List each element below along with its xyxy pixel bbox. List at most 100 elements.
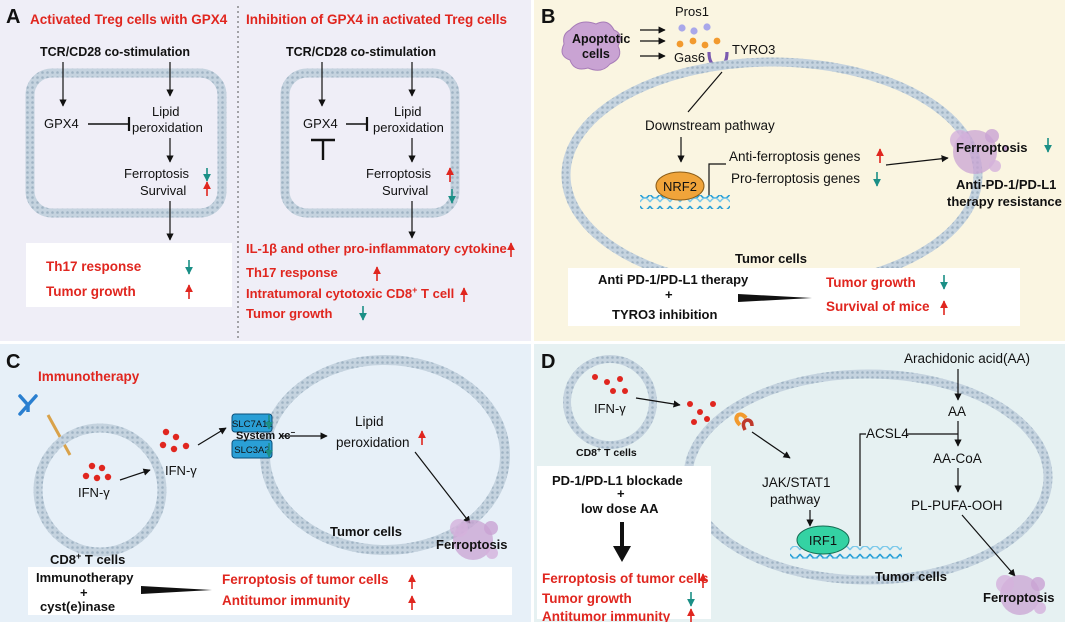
tumor-growth-b: Tumor growth <box>826 275 916 290</box>
panel-c: C Immunotherapy IFN-γ CD8+ T cells IFN-γ… <box>0 344 531 622</box>
plus-d: + <box>617 486 625 501</box>
peroxidation-label-c: peroxidation <box>336 435 410 450</box>
low-dose-aa-label: low dose AA <box>581 501 659 516</box>
ferroptosis-debris-b <box>950 129 1008 174</box>
treg-cell-membrane-right <box>280 68 460 218</box>
lipid-label-c: Lipid <box>355 414 384 429</box>
gpx4-label-left: GPX4 <box>44 116 79 131</box>
panel-a-left: Activated Treg cells with GPX4 TCR/CD28 … <box>25 12 232 307</box>
gpx4-label-right: GPX4 <box>303 116 338 131</box>
ifn-label-d: IFN-γ <box>594 401 626 416</box>
therapy-arrow-b <box>738 294 812 302</box>
plus-b: + <box>665 287 673 302</box>
ifn-receptor-d <box>734 412 754 431</box>
peroxidation-label-right: peroxidation <box>373 120 444 135</box>
panel-a-right-title: Inhibition of GPX4 in activated Treg cel… <box>246 12 507 27</box>
antitumor-immunity-d: Antitumor immunity <box>542 609 671 622</box>
ferroptosis-debris-c <box>450 519 498 560</box>
aa-label: AA <box>948 404 966 419</box>
peroxidation-label-left: peroxidation <box>132 120 203 135</box>
tumor-growth-d: Tumor growth <box>542 591 632 606</box>
pro-ferroptosis-genes: Pro-ferroptosis genes <box>731 171 860 186</box>
apoptotic-label-2: cells <box>582 47 610 61</box>
acsl4-label: ACSL4 <box>866 426 909 441</box>
ferroptosis-label-b: Ferroptosis <box>956 140 1028 155</box>
tyro3-inhibition: TYRO3 inhibition <box>612 307 717 322</box>
panel-a-letter: A <box>6 6 20 28</box>
ferroptosis-label-right: Ferroptosis <box>366 166 432 181</box>
arachidonic-acid-label: Arachidonic acid(AA) <box>904 351 1030 366</box>
cd8-cell-membrane-d <box>563 355 657 449</box>
panel-a-right-stimulus: TCR/CD28 co-stimulation <box>286 45 436 59</box>
tumor-growth-right: Tumor growth <box>246 306 332 321</box>
pathway-label: pathway <box>770 492 821 507</box>
panel-d: D IFN-γ CD8+ T cells Arachidonic acid(AA… <box>534 344 1065 622</box>
lipid-label-left: Lipid <box>152 104 179 119</box>
th17-response-left: Th17 response <box>46 259 142 274</box>
therapy-arrow-c <box>141 586 212 594</box>
cd8-cells-label-d: CD8+ T cells <box>576 447 637 459</box>
pd1-blockade-label: PD-1/PD-L1 blockade <box>552 473 683 488</box>
antibody-icon <box>18 394 38 416</box>
cysteinase-label: cyst(e)inase <box>40 599 115 614</box>
immunotherapy-title: Immunotherapy <box>38 369 140 384</box>
panel-b: B Apoptotic cells Pros1 Gas6 TYRO3 Downs… <box>534 0 1065 341</box>
tumor-cells-label-c: Tumor cells <box>330 524 402 539</box>
antitumor-immunity-c: Antitumor immunity <box>222 593 351 608</box>
ifn-outer-label: IFN-γ <box>165 463 197 478</box>
lipid-label-right: Lipid <box>394 104 421 119</box>
ferroptosis-label-left: Ferroptosis <box>124 166 190 181</box>
pros1-dot <box>678 24 686 32</box>
ferroptosis-tumor-c: Ferroptosis of tumor cells <box>222 572 389 587</box>
therapy-needle <box>46 414 72 456</box>
panel-c-letter: C <box>6 351 20 373</box>
panel-a-left-title: Activated Treg cells with GPX4 <box>30 12 228 27</box>
ifn-inner-label: IFN-γ <box>78 485 110 500</box>
system-xc-label: System xc− <box>236 428 295 442</box>
therapy-arrow-d <box>613 522 631 562</box>
aa-coa-label: AA-CoA <box>933 451 982 466</box>
th17-response-right: Th17 response <box>246 265 338 280</box>
ferroptosis-debris-d <box>996 575 1046 615</box>
tumor-growth-left: Tumor growth <box>46 284 136 299</box>
treg-cell-membrane-left <box>25 68 227 218</box>
slc7a11-label: SLC7A11 <box>232 419 272 430</box>
ferroptosis-tumor-d: Ferroptosis of tumor cells <box>542 571 709 586</box>
panel-a-right: Inhibition of GPX4 in activated Treg cel… <box>246 12 515 321</box>
slc3a2-transporter <box>231 439 273 459</box>
panel-a-left-outcomes <box>26 243 232 307</box>
resistance-label-2: therapy resistance <box>947 194 1062 209</box>
gas6-dot <box>676 40 684 48</box>
nrf2-label: NRF2 <box>663 179 697 194</box>
survival-label-right: Survival <box>382 183 428 198</box>
resistance-label: Anti-PD-1/PD-L1 <box>956 177 1056 192</box>
apoptotic-cells <box>561 21 621 71</box>
pros1-label: Pros1 <box>675 4 709 19</box>
plus-c: + <box>80 585 88 600</box>
therapy-label-b: Anti PD-1/PD-L1 therapy <box>598 272 749 287</box>
irf1-protein <box>796 525 850 555</box>
cytokine-outcome: IL-1β and other pro-inflammatory cytokin… <box>246 241 507 256</box>
panel-b-letter: B <box>541 6 555 28</box>
tumor-cells-label-d: Tumor cells <box>875 569 947 584</box>
anti-ferroptosis-genes: Anti-ferroptosis genes <box>729 149 861 164</box>
tyro3-signal-line <box>687 71 723 113</box>
cd8-outcome-right: Intratumoral cytotoxic CD8+ T cell <box>246 285 454 301</box>
pl-pufa-ooh-label: PL-PUFA-OOH <box>911 498 1003 513</box>
panel-d-letter: D <box>541 351 555 373</box>
panel-a-left-stimulus: TCR/CD28 co-stimulation <box>40 45 190 59</box>
cd8-cells-label-c: CD8+ T cells <box>50 551 125 567</box>
tumor-cells-label-b: Tumor cells <box>735 251 807 266</box>
cd8-cell-membrane-c <box>33 423 167 557</box>
survival-label-left: Survival <box>140 183 186 198</box>
jak-stat1-label: JAK/STAT1 <box>762 475 831 490</box>
gas6-label: Gas6 <box>674 50 705 65</box>
nrf2-protein <box>655 171 705 201</box>
survival-mice: Survival of mice <box>826 299 930 314</box>
slc3a2-label: SLC3A2 <box>234 445 269 456</box>
panel-a: A Activated Treg cells with GPX4 TCR/CD2… <box>0 0 531 341</box>
dna-helix-b <box>640 195 730 209</box>
ferroptosis-label-d: Ferroptosis <box>983 590 1055 605</box>
